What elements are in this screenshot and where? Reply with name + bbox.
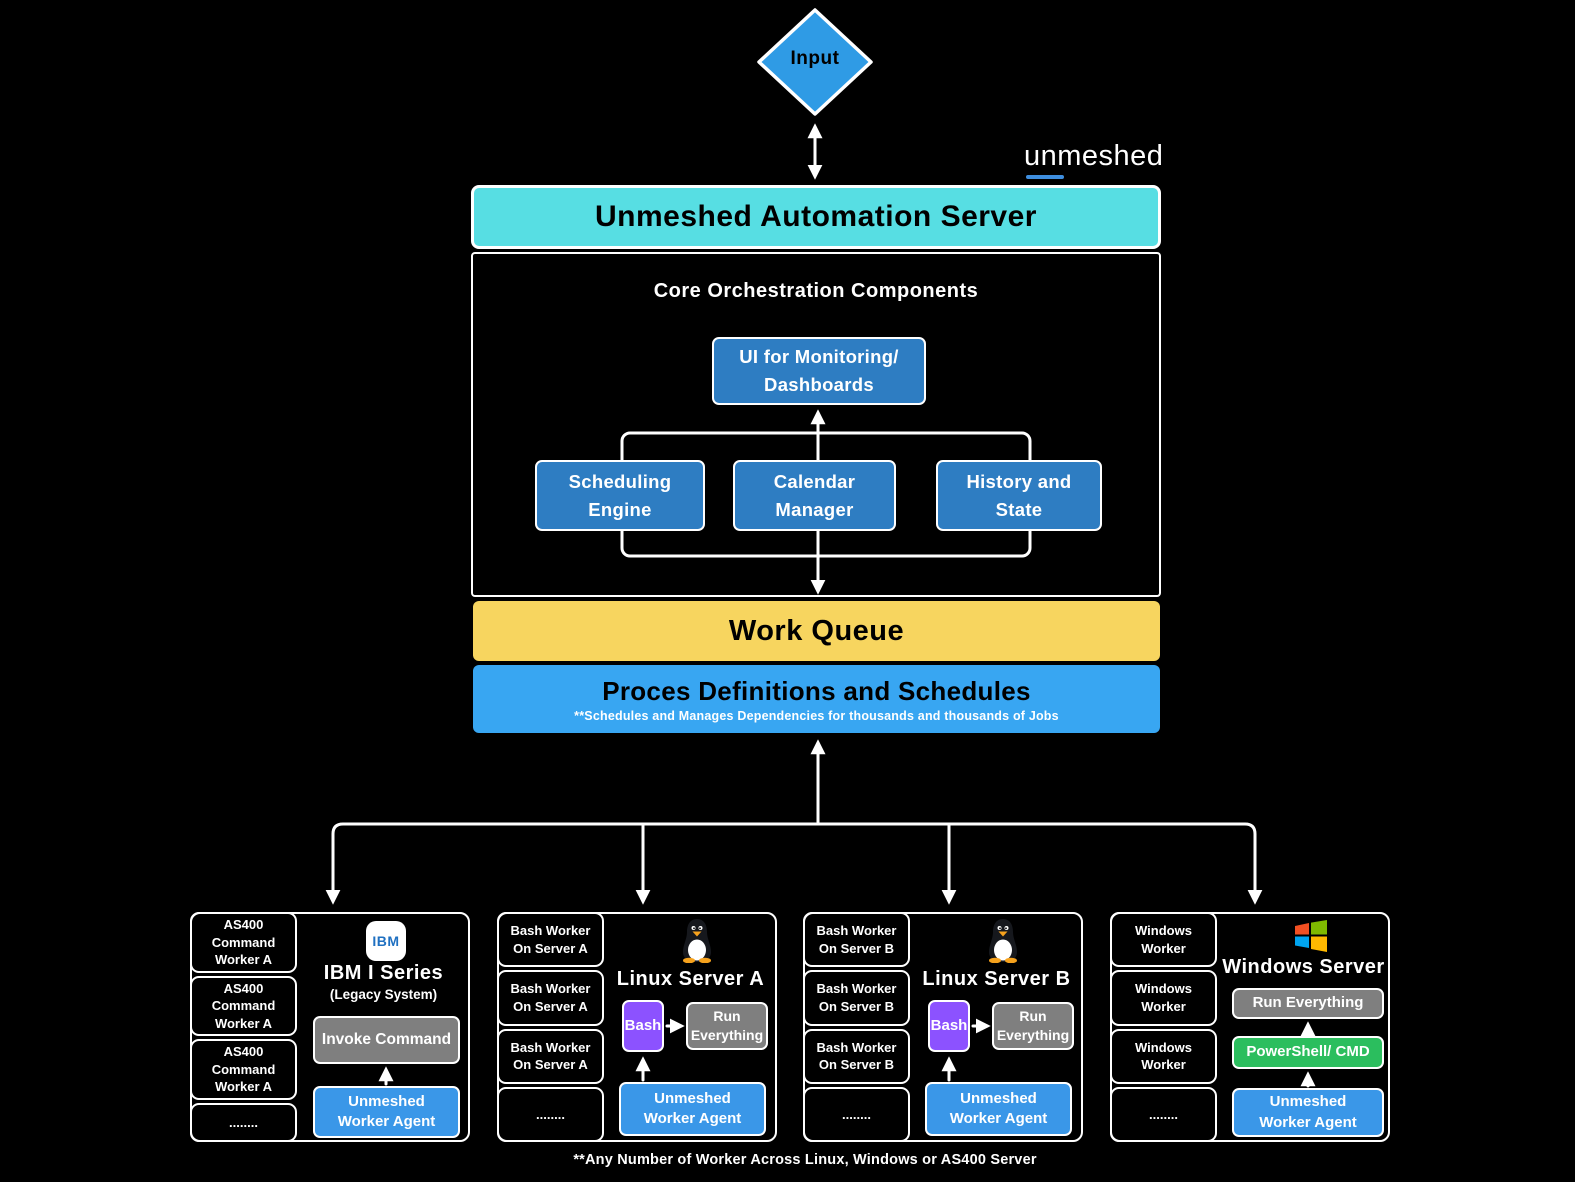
input-node-label: Input	[790, 48, 840, 69]
windows-logo-icon	[1294, 920, 1328, 957]
windows-group-title: Windows Server	[1222, 956, 1385, 978]
linux-a-worker-list: Bash Worker On Server A Bash Worker On S…	[497, 912, 604, 1142]
worker-cell: ........	[1110, 1086, 1217, 1142]
unmeshed-logo-text: unmeshed	[1024, 140, 1164, 172]
history-state-box: History and State	[936, 460, 1102, 531]
linux-a-server-group: Bash Worker On Server A Bash Worker On S…	[497, 912, 777, 1142]
run-everything-box: Run Everything	[1232, 988, 1384, 1019]
automation-server-banner-text: Unmeshed Automation Server	[595, 200, 1037, 233]
unmeshed-worker-agent-box: Unmeshed Worker Agent	[925, 1082, 1072, 1136]
automation-server-banner: Unmeshed Automation Server	[471, 185, 1161, 249]
worker-cell: AS400 Command Worker A	[190, 1039, 297, 1100]
linux-b-group-title: Linux Server B	[922, 968, 1071, 990]
worker-cell: Bash Worker On Server B	[803, 912, 910, 968]
worker-cell: AS400 Command Worker A	[190, 912, 297, 973]
linux-b-server-group: Bash Worker On Server B Bash Worker On S…	[803, 912, 1083, 1142]
ui-monitoring-line2: Dashboards	[764, 374, 874, 395]
worker-cell: ........	[803, 1086, 910, 1142]
worker-cell: Windows Worker	[1110, 912, 1217, 968]
calendar-manager-label: Calendar Manager	[773, 470, 856, 520]
ui-monitoring-line1: UI for Monitoring/	[739, 346, 899, 368]
powershell-cmd-box: PowerShell/ CMD	[1232, 1036, 1384, 1069]
unmeshed-logo: unmeshed	[1024, 140, 1184, 179]
bash-box: Bash	[622, 1000, 664, 1052]
worker-cell: Bash Worker On Server A	[497, 1028, 604, 1084]
tux-penguin-icon	[985, 917, 1021, 968]
windows-server-group: Windows Worker Windows Worker Windows Wo…	[1110, 912, 1390, 1142]
ibm-server-group: AS400 Command Worker A AS400 Command Wor…	[190, 912, 470, 1142]
unmeshed-worker-agent-box: Unmeshed Worker Agent	[1232, 1088, 1384, 1137]
input-diamond-shape	[757, 8, 873, 116]
diagram-footnote: **Any Number of Worker Across Linux, Win…	[573, 1152, 1037, 1168]
run-everything-box: Run Everything	[686, 1002, 768, 1050]
worker-cell: Bash Worker On Server A	[497, 912, 604, 968]
ui-monitoring-box: UI for Monitoring/ Dashboards	[712, 337, 926, 405]
process-definitions-note: **Schedules and Manages Dependencies for…	[574, 708, 1059, 723]
unmeshed-worker-agent-box: Unmeshed Worker Agent	[313, 1086, 460, 1138]
invoke-command-box: Invoke Command	[313, 1016, 460, 1064]
calendar-manager-box: Calendar Manager	[733, 460, 896, 531]
worker-cell: Windows Worker	[1110, 970, 1217, 1026]
history-state-label: History and State	[966, 470, 1072, 520]
windows-worker-list: Windows Worker Windows Worker Windows Wo…	[1110, 912, 1217, 1142]
process-definitions-banner: Proces Definitions and Schedules **Sched…	[473, 665, 1160, 733]
ibm-group-title: IBM I Series	[323, 962, 444, 984]
worker-cell: Bash Worker On Server A	[497, 970, 604, 1026]
run-everything-box: Run Everything	[992, 1002, 1074, 1050]
core-orchestration-heading: Core Orchestration Components	[653, 280, 979, 302]
worker-cell: Bash Worker On Server B	[803, 1028, 910, 1084]
worker-cell: AS400 Command Worker A	[190, 975, 297, 1037]
bash-box: Bash	[928, 1000, 970, 1052]
work-queue-banner: Work Queue	[473, 601, 1160, 661]
linux-b-worker-list: Bash Worker On Server B Bash Worker On S…	[803, 912, 910, 1142]
scheduling-engine-box: Scheduling Engine	[535, 460, 705, 531]
ibm-logo-text: IBM	[372, 933, 400, 949]
process-definitions-title: Proces Definitions and Schedules	[602, 675, 1031, 706]
ibm-worker-list: AS400 Command Worker A AS400 Command Wor…	[190, 912, 297, 1142]
ibm-group-subtitle: (Legacy System)	[329, 987, 438, 1002]
linux-a-group-title: Linux Server A	[616, 968, 765, 990]
ibm-logo-icon: IBM	[366, 921, 406, 961]
worker-cell: ........	[497, 1086, 604, 1142]
worker-cell: ........	[190, 1102, 297, 1142]
logo-underline-accent	[1026, 175, 1064, 179]
worker-cell: Bash Worker On Server B	[803, 970, 910, 1026]
worker-cell: Windows Worker	[1110, 1028, 1217, 1084]
work-queue-text: Work Queue	[728, 614, 905, 647]
scheduling-engine-label: Scheduling Engine	[568, 470, 672, 520]
tux-penguin-icon	[679, 917, 715, 968]
unmeshed-worker-agent-box: Unmeshed Worker Agent	[619, 1082, 766, 1136]
